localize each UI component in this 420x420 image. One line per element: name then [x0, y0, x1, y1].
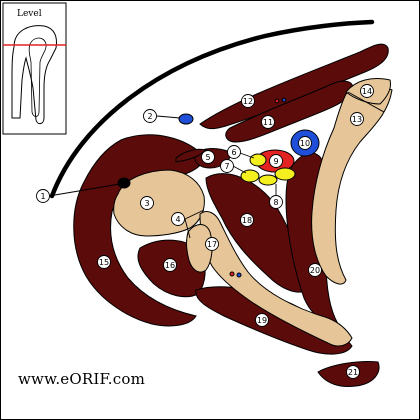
- label-number: 15: [99, 258, 109, 267]
- label-circle: [227, 145, 241, 159]
- label-10: 10: [298, 136, 312, 150]
- vessel-2: [178, 113, 194, 125]
- label-number: 16: [165, 261, 175, 270]
- label-circle: [220, 159, 234, 173]
- label-circle: [360, 84, 374, 98]
- label-9: 9: [269, 154, 283, 168]
- inset-shoulder-outline: [11, 25, 57, 125]
- label-circle: [240, 213, 254, 227]
- label-circle: [36, 189, 50, 203]
- label-number: 8: [273, 198, 278, 207]
- pointer-1: [48, 183, 121, 197]
- inset-level-label: Level: [17, 9, 42, 19]
- pointer-4a: [184, 209, 205, 220]
- small-vessel-d: [236, 272, 242, 278]
- watermark-text: www.eORIF.com: [18, 370, 145, 388]
- label-number: 14: [362, 87, 372, 96]
- label-circle: [201, 150, 215, 164]
- label-7: 7: [220, 159, 234, 173]
- label-14: 14: [360, 84, 374, 98]
- muscle-11: [225, 80, 354, 143]
- label-number: 2: [147, 112, 152, 121]
- label-8: 8: [269, 195, 283, 209]
- label-circle: [97, 255, 111, 269]
- skin-outline-lower: [47, 196, 52, 352]
- label-circle: [143, 109, 157, 123]
- label-number: 7: [224, 162, 229, 171]
- label-number: 19: [257, 316, 267, 325]
- label-number: 17: [207, 240, 217, 249]
- nerve-6: [249, 153, 267, 167]
- label-number: 3: [144, 199, 149, 208]
- label-number: 18: [242, 216, 252, 225]
- structure-1: [117, 177, 131, 189]
- label-circle: [350, 112, 364, 126]
- label-12: 12: [241, 94, 255, 108]
- pointer-4b: [184, 218, 191, 239]
- label-21: 21: [346, 365, 360, 379]
- label-17: 17: [205, 237, 219, 251]
- small-vessel-a: [274, 98, 280, 104]
- label-number: 10: [300, 139, 310, 148]
- bone-13-clavicle: [311, 84, 393, 285]
- label-18: 18: [240, 213, 254, 227]
- muscle-strip: [175, 148, 207, 163]
- bone-17-scapula: [199, 211, 353, 347]
- label-5: 5: [201, 150, 215, 164]
- inset-humerus-outline: [28, 37, 47, 117]
- label-number: 9: [273, 157, 278, 166]
- nerve-7b: [258, 174, 278, 186]
- label-circle: [140, 196, 154, 210]
- bone-13-14-junction: [347, 91, 385, 113]
- label-circle: [255, 313, 269, 327]
- label-circle: [298, 136, 312, 150]
- label-4: 4: [171, 212, 185, 226]
- label-1: 1: [36, 189, 50, 203]
- bone-17-glenoid: [186, 224, 213, 273]
- label-19: 19: [255, 313, 269, 327]
- label-number: 5: [205, 153, 210, 162]
- small-vessel-c: [229, 271, 235, 277]
- muscle-15-deltoid: [73, 134, 206, 327]
- label-number: 12: [243, 97, 253, 106]
- muscle-18: [205, 173, 309, 293]
- label-circle: [163, 258, 177, 272]
- label-circle: [205, 237, 219, 251]
- label-15: 15: [97, 255, 111, 269]
- label-6: 6: [227, 145, 241, 159]
- small-vessel-b: [281, 97, 287, 103]
- label-circle: [308, 263, 322, 277]
- label-circle: [241, 94, 255, 108]
- label-circle: [171, 212, 185, 226]
- label-number: 11: [263, 118, 273, 127]
- label-13: 13: [350, 112, 364, 126]
- pointer-2: [156, 115, 181, 119]
- label-circle: [261, 115, 275, 129]
- label-number: 1: [40, 192, 45, 201]
- label-20: 20: [308, 263, 322, 277]
- label-number: 20: [310, 266, 320, 275]
- label-2: 2: [143, 109, 157, 123]
- nerve-8: [274, 167, 296, 181]
- label-circle: [269, 154, 283, 168]
- label-number: 13: [352, 115, 362, 124]
- label-number: 21: [348, 368, 358, 377]
- label-number: 4: [175, 215, 180, 224]
- label-16: 16: [163, 258, 177, 272]
- pointer-7: [232, 165, 247, 174]
- label-circle: [269, 195, 283, 209]
- label-number: 6: [231, 148, 236, 157]
- skin-outline: [49, 19, 375, 199]
- label-11: 11: [261, 115, 275, 129]
- label-3: 3: [140, 196, 154, 210]
- level-inset: Level: [2, 2, 67, 135]
- label-circle: [346, 365, 360, 379]
- pointer-6: [239, 152, 255, 159]
